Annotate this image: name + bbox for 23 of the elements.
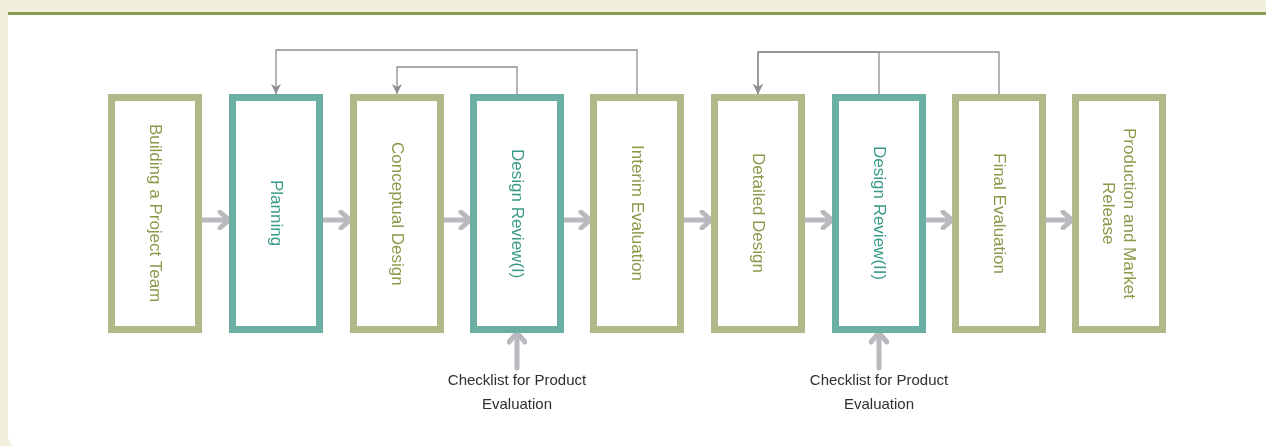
arrow <box>753 51 1000 95</box>
process-box <box>832 94 926 333</box>
process-box <box>108 94 202 333</box>
step-label: Detailed Design <box>747 153 769 274</box>
process-box <box>590 94 684 333</box>
step-label: Conceptual Design <box>386 141 408 286</box>
step-label: Production and Market Release <box>1098 126 1140 301</box>
step-label: Design Review(I) <box>506 148 528 279</box>
step-label: Design Review(II) <box>868 146 890 281</box>
step-label: Planning <box>265 180 287 247</box>
process-box <box>350 94 444 333</box>
process-box <box>952 94 1046 333</box>
step-label: Interim Evaluation <box>626 145 648 282</box>
arrow <box>271 49 638 95</box>
process-box <box>711 94 805 333</box>
step-label: Final Evaluation <box>988 153 1010 274</box>
process-box <box>229 94 323 333</box>
process-box <box>1072 94 1166 333</box>
note-text: Checklist for Product Evaluation <box>784 368 974 416</box>
step-label: Building a Project Team <box>144 124 166 303</box>
process-box <box>470 94 564 333</box>
note-text: Checklist for Product Evaluation <box>422 368 612 416</box>
arrow <box>392 66 518 95</box>
